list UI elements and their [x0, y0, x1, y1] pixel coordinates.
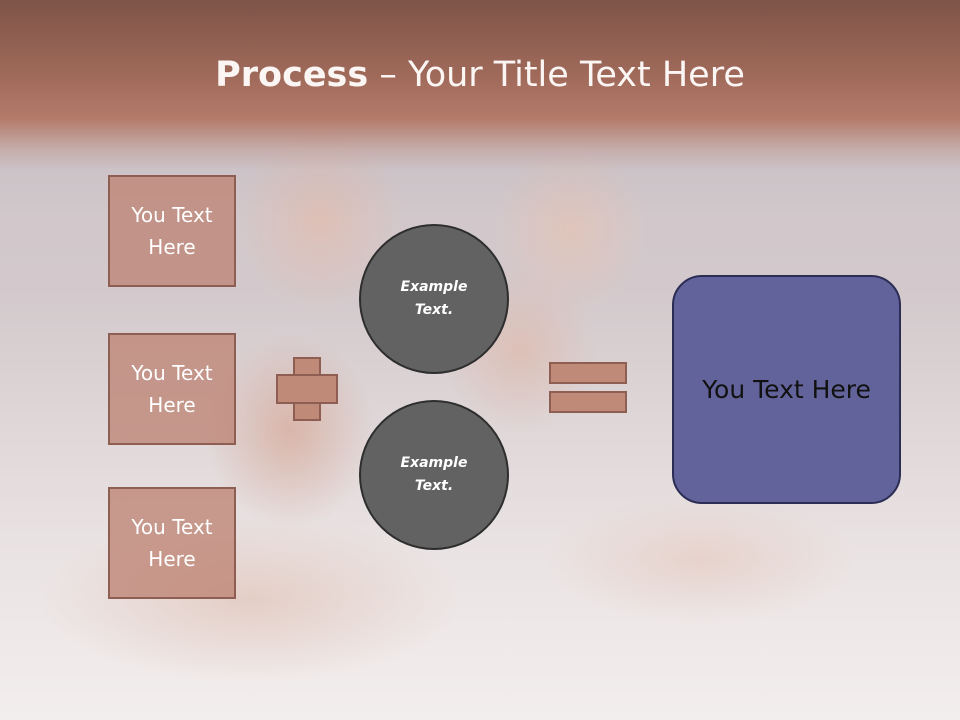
- title-band: [0, 0, 960, 170]
- circle-label: Example Text.: [400, 455, 468, 494]
- circle-label: Example Text.: [400, 279, 468, 318]
- title-bold-part: Process: [215, 55, 369, 95]
- result-label: You Text Here: [702, 374, 871, 404]
- slide-title: Process – Your Title Text Here: [0, 52, 960, 98]
- result-box[interactable]: You Text Here: [672, 275, 901, 504]
- title-rest-part: – Your Title Text Here: [368, 55, 745, 95]
- example-circle-1[interactable]: Example Text.: [359, 224, 509, 374]
- left-text-box-label: You Text Here: [131, 203, 213, 259]
- left-text-box-1[interactable]: You Text Here: [108, 175, 236, 287]
- left-text-box-label: You Text Here: [131, 361, 213, 417]
- example-circle-2[interactable]: Example Text.: [359, 400, 509, 550]
- left-text-box-2[interactable]: You Text Here: [108, 333, 236, 445]
- left-text-box-3[interactable]: You Text Here: [108, 487, 236, 599]
- left-text-box-label: You Text Here: [131, 515, 213, 571]
